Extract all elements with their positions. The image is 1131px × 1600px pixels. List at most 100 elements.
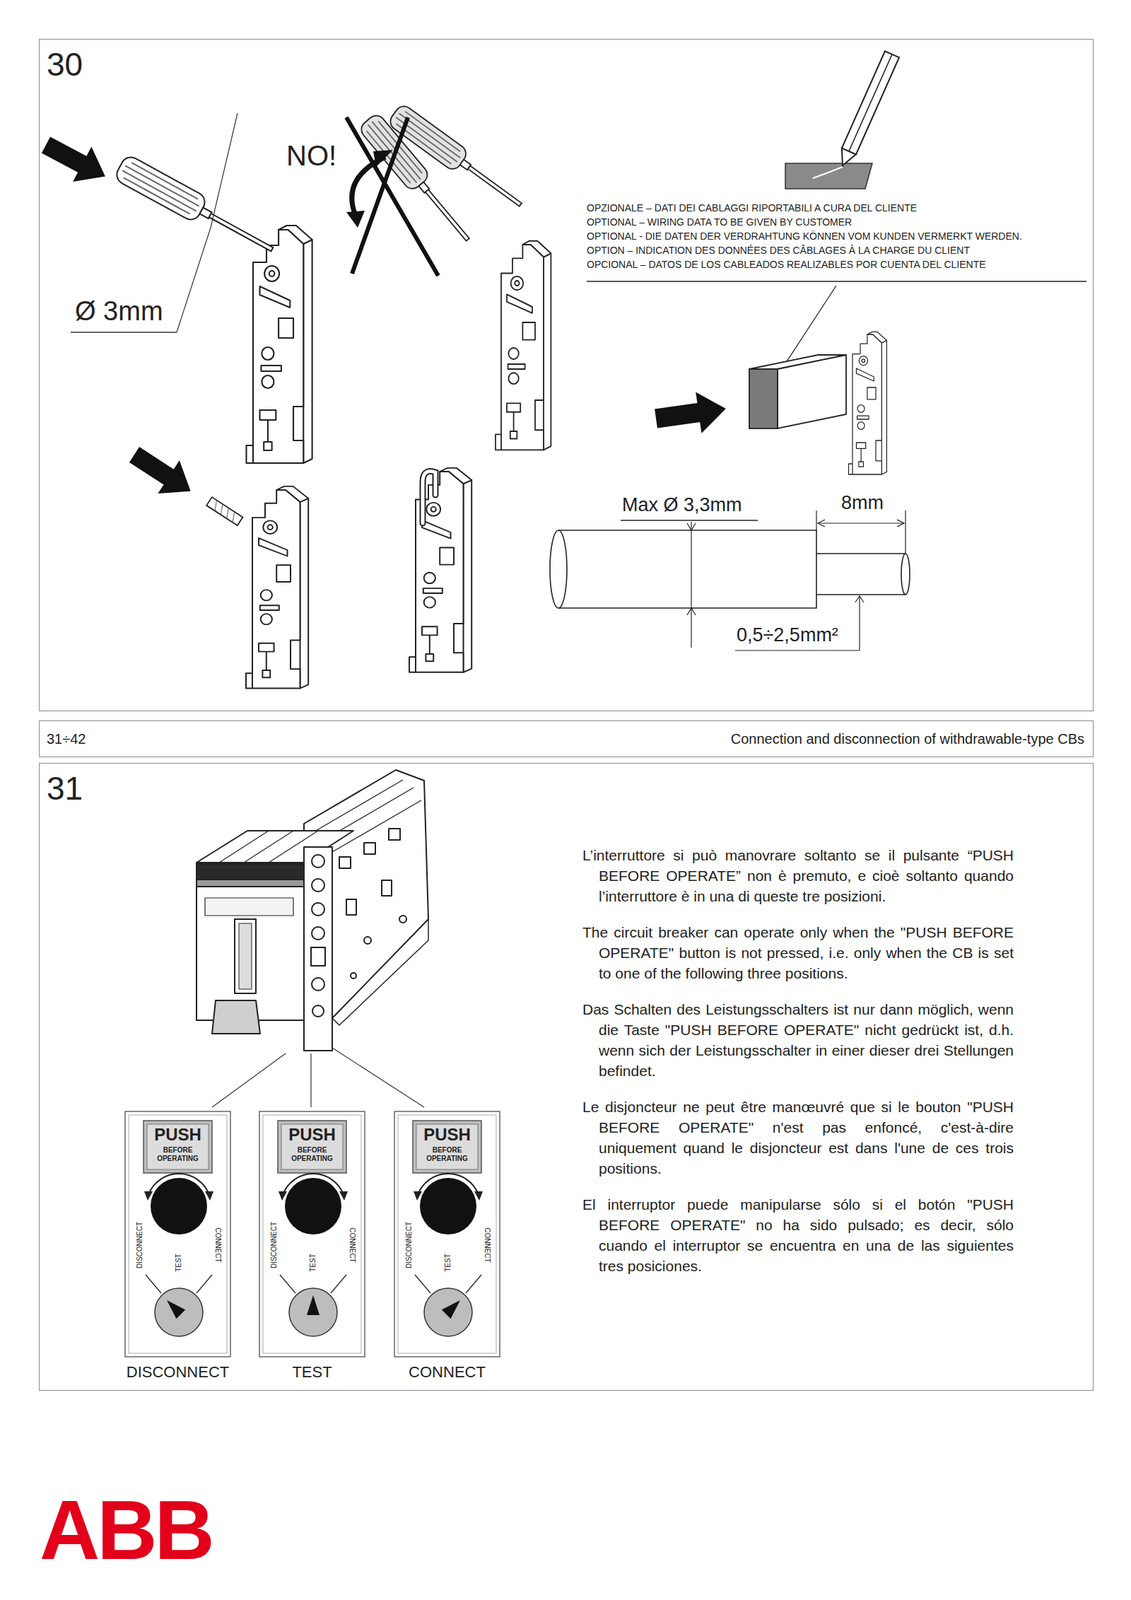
- art-shape: [785, 163, 873, 189]
- art-shape: [339, 856, 351, 869]
- position-caption: CONNECT: [368, 1362, 526, 1381]
- arrow-head: [413, 1191, 423, 1201]
- art-shape: [777, 354, 847, 429]
- dial-pointer: [162, 1295, 186, 1320]
- position-mark: CONNECT: [213, 1227, 222, 1262]
- figure-range: 31÷42: [46, 730, 86, 748]
- figure-panel: 30: [38, 38, 1094, 712]
- button-label: PUSH: [412, 1124, 482, 1145]
- indicator-frame: [394, 1111, 500, 1357]
- position-mark: TEST: [174, 1253, 184, 1272]
- art-shape: [399, 915, 407, 923]
- position-indicator: PUSHBEFORE OPERATINGDISCONNECTTESTCONNEC…: [393, 1110, 501, 1384]
- art-shape: [123, 438, 202, 509]
- art-shape: [687, 523, 696, 615]
- position-indicator: PUSHBEFORE OPERATINGDISCONNECTTESTCONNEC…: [258, 1110, 366, 1384]
- art-shape: [816, 510, 906, 554]
- rotation-arrow: [148, 1173, 210, 1195]
- wrong-screwdriver: [346, 102, 529, 276]
- dimension: 0,5÷2,5mm²: [736, 624, 839, 647]
- racking-socket: [150, 1177, 208, 1235]
- position-dial: [289, 1287, 338, 1336]
- section-band: 31÷42 Connection and disconnection of wit…: [38, 720, 1094, 758]
- indicator-frame: [259, 1111, 365, 1357]
- art-shape: [364, 842, 376, 854]
- arrow-head: [204, 1191, 214, 1201]
- section-title: Connection and disconnection of withdraw…: [730, 730, 1085, 748]
- art-shape: [816, 553, 906, 595]
- art-shape: [36, 127, 115, 194]
- art-shape: [212, 1000, 261, 1034]
- leader-lines: [212, 1047, 425, 1107]
- art-shape: [346, 210, 365, 228]
- position-mark: TEST: [443, 1253, 453, 1272]
- push-button: [412, 1120, 482, 1173]
- figure-number: 31: [46, 771, 83, 805]
- art-shape: [373, 149, 394, 167]
- art-shape: [855, 595, 864, 603]
- art-shape: [841, 50, 900, 155]
- art-shape: [620, 519, 758, 521]
- art-shape: [310, 1053, 312, 1107]
- art-shape: [848, 54, 893, 152]
- circuit-breaker: [196, 769, 429, 1051]
- art-shape: [901, 553, 910, 595]
- art-shape: [211, 499, 239, 522]
- art-shape: [234, 918, 256, 994]
- instruction-paragraph: Le disjoncteur ne peut être manœuvré que…: [582, 1096, 1014, 1179]
- art-shape: [812, 166, 843, 179]
- instruction-paragraph: Das Schalten des Leistungsschalters ist …: [582, 998, 1014, 1081]
- instruction-paragraph: L’interruttore si può manovrare soltanto…: [582, 844, 1014, 907]
- button-label: BEFORE OPERATING: [412, 1145, 482, 1163]
- stripped-wire: [206, 496, 243, 526]
- art-shape: [422, 471, 436, 524]
- art-shape: [196, 879, 304, 887]
- arrow-head: [278, 1191, 287, 1201]
- instruction-paragraph: The circuit breaker can operate only whe…: [582, 921, 1014, 984]
- brand-logo: ABB: [39, 1484, 213, 1577]
- art-shape: [690, 521, 692, 648]
- art-shape: [196, 863, 304, 880]
- dimension: Max Ø 3,3mm: [622, 494, 743, 517]
- art-shape: [196, 862, 304, 1021]
- art-shape: [332, 1047, 425, 1107]
- art-shape: [558, 530, 817, 608]
- pencil: [785, 50, 900, 189]
- art-shape: [238, 923, 252, 989]
- art-shape: [303, 846, 333, 1051]
- indicator-frame: [397, 1114, 497, 1353]
- push-button: [277, 1120, 347, 1173]
- art-shape: [586, 280, 1087, 283]
- art-shape: [204, 897, 294, 916]
- indicator-frame: [128, 1114, 227, 1353]
- art-shape: [495, 241, 551, 451]
- note-line: OPTIONAL - DIE DATEN DER VERDRAHTUNG KÖN…: [586, 231, 1023, 242]
- rotation-arrow: [282, 1173, 344, 1195]
- art-shape: [245, 486, 309, 689]
- art-shape: [311, 926, 325, 940]
- arrows: [36, 127, 729, 508]
- art-shape: [311, 902, 325, 916]
- marker-label: [586, 281, 1087, 429]
- dial-pointer: [441, 1295, 466, 1320]
- instruction-paragraph: El interruptor puede manipularse sólo si…: [582, 1193, 1014, 1276]
- button-label: PUSH: [143, 1124, 213, 1145]
- art-shape: [312, 1005, 324, 1017]
- art-shape: [735, 595, 860, 651]
- art-shape: [749, 368, 778, 429]
- art-shape: [350, 972, 357, 979]
- position-indicator: PUSHBEFORE OPERATINGDISCONNECTTESTCONNEC…: [124, 1110, 232, 1384]
- art-shape: [346, 899, 357, 915]
- push-button: [143, 1120, 213, 1173]
- figure-panel: 31PUSHBEFORE OPERATINGDISCONNECTTESTCONN…: [38, 762, 1094, 1391]
- position-mark: DISCONNECT: [135, 1221, 145, 1269]
- art-shape: [176, 113, 238, 333]
- note-line: OPCIONAL – DATOS DE LOS CABLEADOS REALIZ…: [586, 259, 987, 271]
- art-shape: [113, 153, 279, 262]
- description-column: L’interruttore si può manovrare soltanto…: [582, 844, 1014, 1292]
- art-shape: [246, 225, 313, 464]
- art-shape: [422, 471, 436, 524]
- terminal-blocks: [245, 225, 887, 689]
- button-label: BEFORE OPERATING: [277, 1145, 347, 1163]
